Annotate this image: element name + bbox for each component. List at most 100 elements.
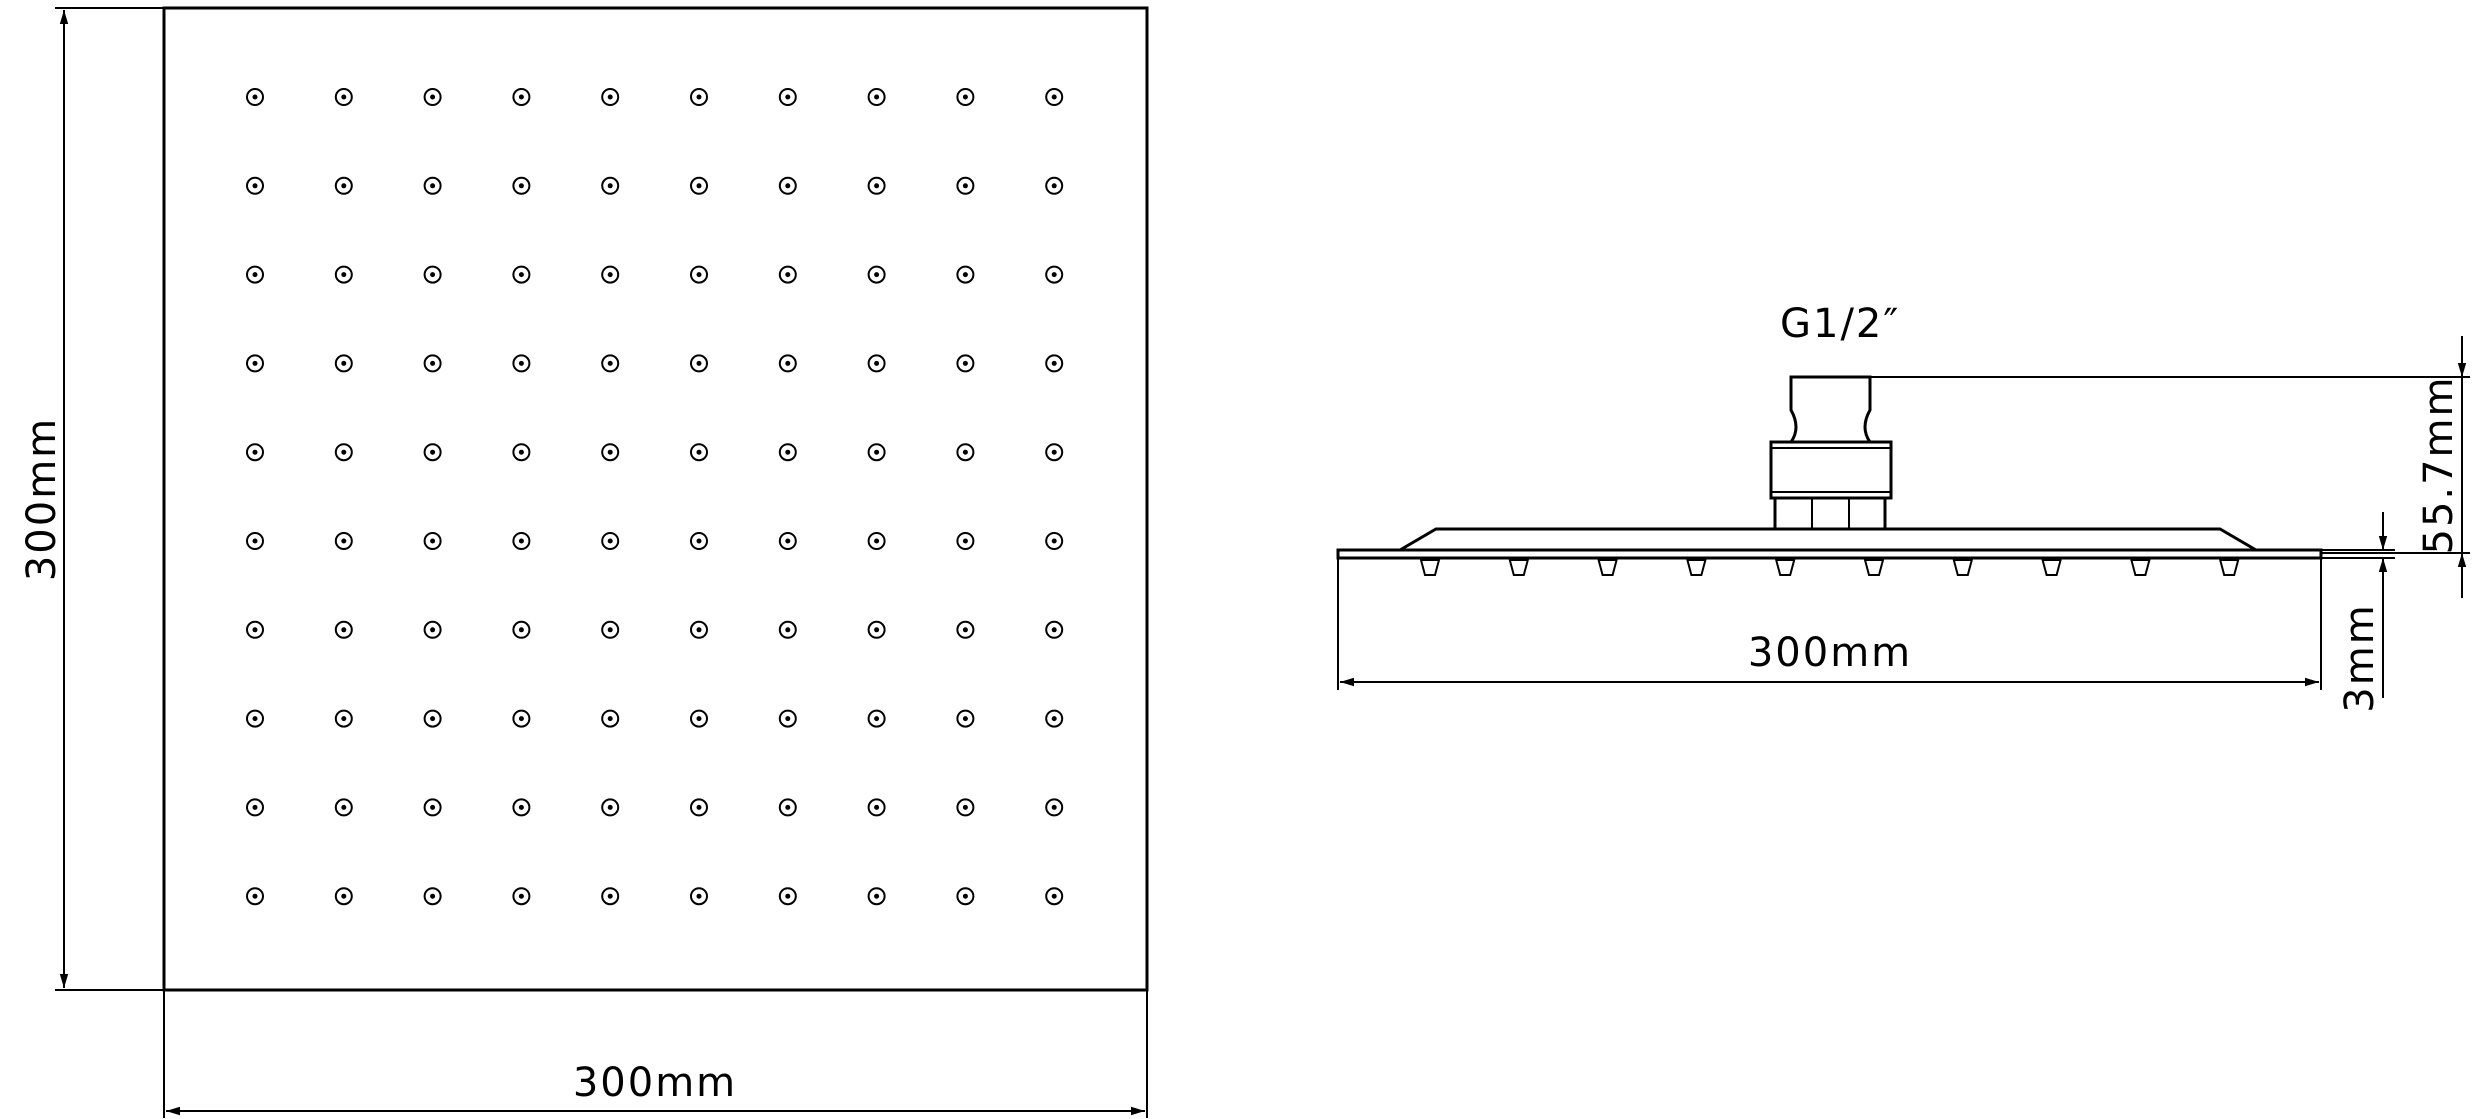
nozzle-center <box>874 893 880 899</box>
nozzle-center <box>696 183 702 189</box>
nozzle-center <box>962 360 968 366</box>
nozzle-center <box>607 449 613 455</box>
nozzle-outer-ring <box>601 887 620 906</box>
nozzle-center <box>785 183 791 189</box>
nozzle-center <box>962 538 968 544</box>
nozzle-center <box>696 360 702 366</box>
nozzle-outer-ring <box>423 354 442 373</box>
nozzle-outer-ring <box>690 620 708 639</box>
nozzle-outer-ring <box>1045 532 1064 550</box>
nozzle-outer-ring <box>956 532 975 550</box>
nozzle-outer-ring <box>690 443 708 462</box>
nozzle-center <box>696 893 702 899</box>
nozzle-center <box>874 627 880 633</box>
nozzle-center <box>430 94 436 100</box>
nozzle-outer-ring <box>867 887 886 906</box>
nozzle-outer-ring <box>512 265 531 284</box>
nozzle-center <box>430 627 436 633</box>
nozzle-center <box>518 449 524 455</box>
side-nozzle <box>2218 559 2240 576</box>
nozzle-outer-ring <box>512 443 531 462</box>
nozzle-center <box>874 716 880 722</box>
nozzle-center <box>341 804 347 810</box>
nozzle-center <box>1051 627 1057 633</box>
nozzle-center <box>696 94 702 100</box>
nozzle-center <box>962 272 968 278</box>
nozzle-center <box>607 804 613 810</box>
side-nozzle <box>1597 559 1618 576</box>
overall-height-dimension: 55.7mm <box>1870 336 2470 598</box>
overall-height-label: 55.7mm <box>2416 376 2462 555</box>
width-label: 300mm <box>573 1060 737 1106</box>
nozzle-outer-ring <box>423 709 442 728</box>
nozzle-outer-ring <box>956 354 975 373</box>
shower-head-body <box>1336 527 2323 576</box>
nozzle-outer-ring <box>601 620 620 639</box>
nozzle-center <box>785 94 791 100</box>
nozzle-outer-ring <box>423 887 442 906</box>
nozzle-outer-ring <box>778 265 797 284</box>
nozzle-center <box>785 627 791 633</box>
nozzle-outer-ring <box>334 88 353 106</box>
nozzle-outer-ring <box>778 354 797 373</box>
nozzle-center <box>607 893 613 899</box>
nozzle-outer-ring <box>867 88 886 106</box>
nozzle-outer-ring <box>690 709 708 728</box>
nozzle-outer-ring <box>956 176 975 195</box>
nozzle-center <box>607 627 613 633</box>
nozzle-outer-ring <box>956 620 975 639</box>
nozzle-outer-ring <box>512 532 531 550</box>
nozzle-outer-ring <box>334 265 353 284</box>
nozzle-center <box>252 627 258 633</box>
nozzle-outer-ring <box>1045 88 1064 106</box>
nozzle-outer-ring <box>423 798 442 817</box>
nozzle-outer-ring <box>423 265 442 284</box>
nozzle-outer-ring <box>601 709 620 728</box>
nozzle-outer-ring <box>690 887 708 906</box>
nozzle-outer-ring <box>690 176 708 195</box>
nozzle-outer-ring <box>1045 887 1064 906</box>
nozzle-center <box>341 627 347 633</box>
nozzle-center <box>696 449 702 455</box>
nozzle-outer-ring <box>334 443 353 462</box>
nozzle-center <box>341 183 347 189</box>
side-nozzle <box>2130 559 2151 576</box>
height-dimension: 300mm <box>19 7 164 991</box>
nozzle-grid <box>246 88 1064 906</box>
nozzle-center <box>874 804 880 810</box>
connector-top-nut <box>1788 375 1873 444</box>
connector-stem <box>1773 496 1887 531</box>
nozzle-outer-ring <box>1045 798 1064 817</box>
nozzle-outer-ring <box>956 88 975 106</box>
nozzle-outer-ring <box>512 887 531 906</box>
nozzle-center <box>962 627 968 633</box>
nozzle-center <box>696 538 702 544</box>
nozzle-outer-ring <box>601 88 620 106</box>
nozzle-outer-ring <box>956 887 975 906</box>
nozzle-center <box>696 716 702 722</box>
nozzle-center <box>252 893 258 899</box>
nozzle-outer-ring <box>1045 354 1064 373</box>
nozzle-center <box>518 360 524 366</box>
nozzle-outer-ring <box>601 265 620 284</box>
nozzle-center <box>518 538 524 544</box>
thread-size-label: G1/2″ <box>1780 301 1900 347</box>
nozzle-outer-ring <box>778 798 797 817</box>
nozzle-center <box>252 538 258 544</box>
nozzle-center <box>696 627 702 633</box>
head-plate <box>1336 548 2323 560</box>
nozzle-center <box>430 804 436 810</box>
nozzle-outer-ring <box>334 620 353 639</box>
side-nozzle <box>1508 559 1530 576</box>
nozzle-center <box>1051 360 1057 366</box>
nozzle-center <box>341 449 347 455</box>
nozzle-outer-ring <box>512 354 531 373</box>
nozzle-center <box>518 716 524 722</box>
nozzle-outer-ring <box>956 709 975 728</box>
nozzle-outer-ring <box>246 265 264 284</box>
nozzle-outer-ring <box>246 887 264 906</box>
nozzle-outer-ring <box>690 88 708 106</box>
height-label: 300mm <box>19 417 65 581</box>
nozzle-outer-ring <box>423 443 442 462</box>
